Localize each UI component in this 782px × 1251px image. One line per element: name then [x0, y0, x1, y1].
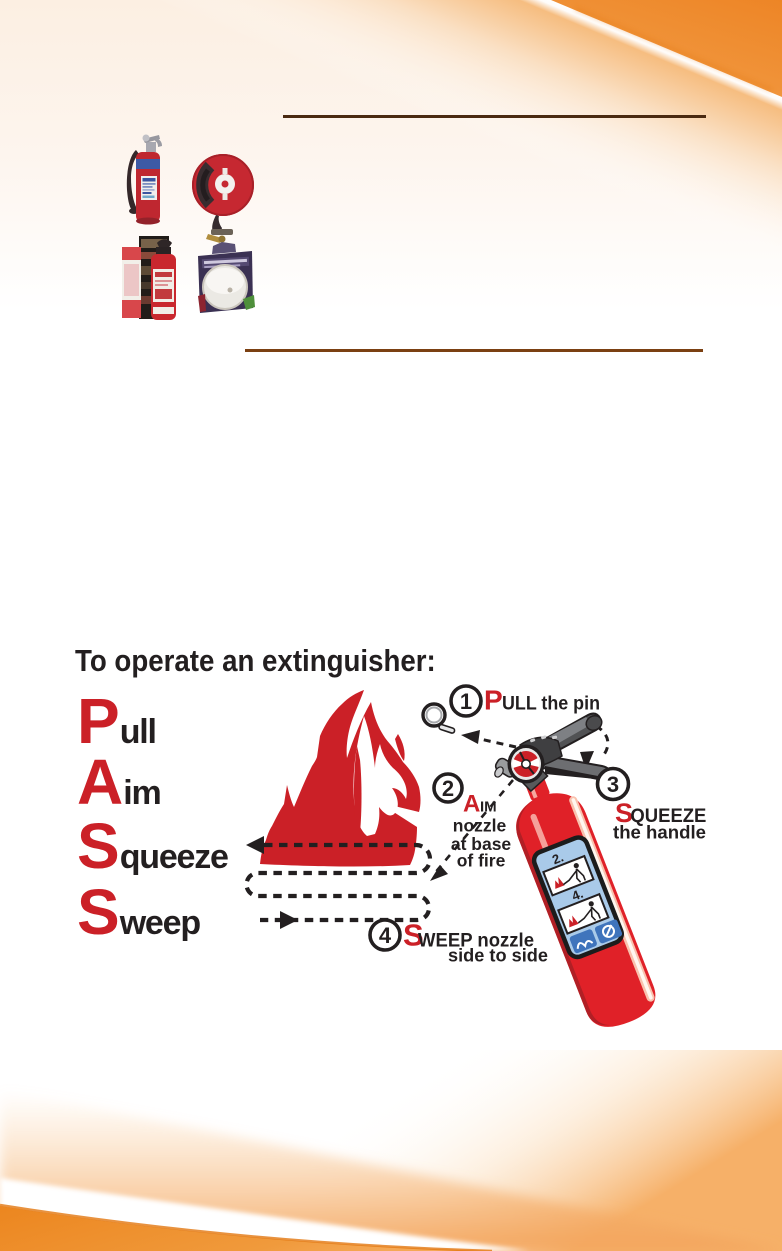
svg-text:P: P — [484, 685, 503, 716]
svg-text:S: S — [615, 798, 633, 828]
svg-text:S: S — [403, 918, 424, 953]
svg-text:2.: 2. — [550, 849, 566, 867]
svg-text:the handle: the handle — [613, 821, 706, 842]
svg-text:WEEP nozzle: WEEP nozzle — [418, 930, 534, 952]
svg-text:4.: 4. — [570, 886, 586, 904]
svg-text:QUEEZE: QUEEZE — [630, 806, 706, 827]
svg-text:IM: IM — [480, 799, 497, 816]
svg-text:3: 3 — [607, 772, 619, 797]
svg-text:4: 4 — [379, 923, 392, 948]
svg-text:2: 2 — [442, 776, 454, 801]
svg-text:A: A — [463, 791, 480, 818]
svg-text:ULL the pin: ULL the pin — [502, 693, 600, 715]
svg-text:of fire: of fire — [457, 850, 506, 870]
svg-text:1: 1 — [460, 689, 472, 714]
svg-text:side to side: side to side — [448, 945, 548, 966]
svg-text:at base: at base — [451, 834, 512, 854]
svg-text:nozzle: nozzle — [453, 816, 507, 836]
